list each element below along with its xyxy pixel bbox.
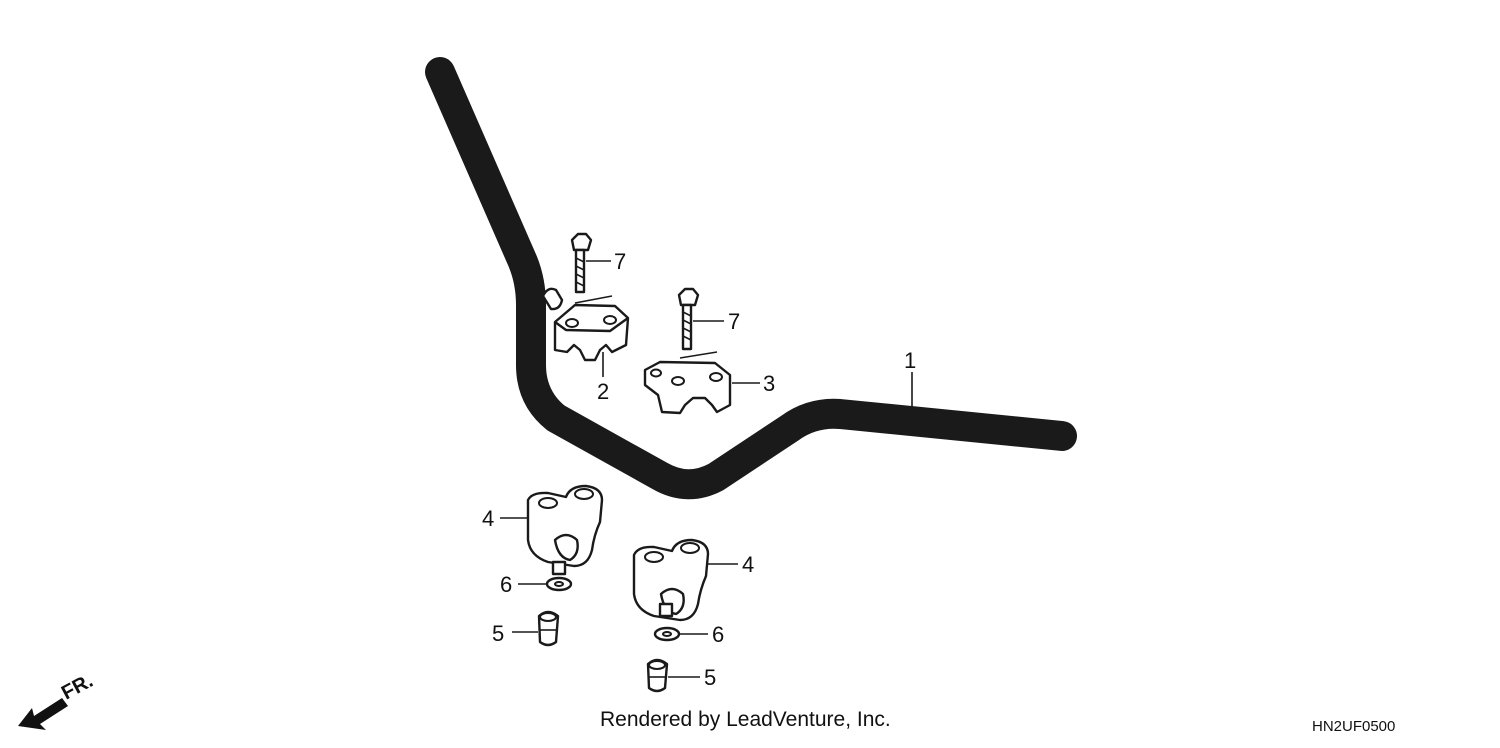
callout-6-left: 6 [500, 572, 512, 597]
lower-holder-right[interactable] [632, 538, 710, 622]
upper-holder-right[interactable] [643, 351, 732, 415]
callout-7-right: 7 [728, 309, 740, 334]
credit-text: Rendered by LeadVenture, Inc. [600, 708, 891, 731]
callout-5-right: 5 [704, 665, 716, 690]
upper-holder-left[interactable] [553, 295, 630, 362]
callout-6-right: 6 [712, 622, 724, 647]
callout-5-left: 5 [492, 621, 504, 646]
nut-right[interactable] [646, 658, 669, 693]
washer-right[interactable] [653, 626, 681, 642]
bolt-right[interactable] [677, 287, 700, 351]
punch-mark [541, 287, 564, 311]
nut-left[interactable] [537, 610, 560, 647]
knurl-right [645, 462, 681, 496]
callout-1: 1 [904, 348, 916, 373]
front-label: FR. [58, 670, 97, 705]
callout-2: 2 [597, 379, 609, 404]
handlebar[interactable] [425, 57, 1077, 500]
diagram-code: HN2UF0500 [1312, 718, 1396, 735]
front-arrow-icon [18, 698, 68, 730]
callout-4-left: 4 [482, 506, 494, 531]
lower-holder-left[interactable] [526, 484, 604, 576]
front-indicator: FR. [18, 670, 97, 730]
knurl-left [545, 404, 581, 438]
callout-7-left: 7 [614, 249, 626, 274]
washer-left[interactable] [545, 576, 573, 592]
bolt-left[interactable] [570, 232, 593, 294]
callout-4-right: 4 [742, 552, 754, 577]
callout-3: 3 [763, 371, 775, 396]
